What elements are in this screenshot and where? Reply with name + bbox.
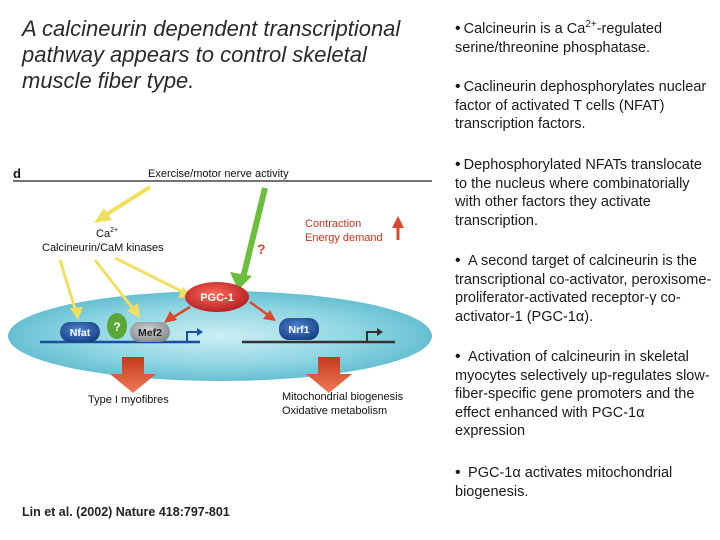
kinases-label: Calcineurin/CaM kinases: [42, 242, 164, 254]
nfat-label: Nfat: [70, 327, 91, 339]
mito-label: Mitochondrial biogenesis: [282, 391, 404, 403]
energy-demand-label: Energy demand: [305, 232, 383, 244]
kinases-to-nfat-arrow: [58, 259, 78, 313]
panel-label: d: [13, 166, 21, 181]
nfat-node: [60, 322, 100, 342]
kinases-to-mef2-arrow: [93, 259, 136, 311]
exercise-to-calcium-arrow: [102, 185, 152, 218]
type1-output-arrow: [110, 357, 156, 393]
oxid-label: Oxidative metabolism: [282, 405, 387, 417]
slide-title: A calcineurin dependent transcriptional …: [22, 16, 401, 93]
mef2-node: [130, 322, 170, 342]
pathway-diagram: d Exercise/motor nerve activity Ca2+ Cal…: [8, 166, 432, 417]
mito-output-arrow: [306, 357, 352, 393]
pgc1-node: [185, 282, 249, 312]
bullet-dot-icon: •: [455, 78, 461, 95]
arrowhead-icon: [70, 307, 83, 320]
bullet-dot-icon: •: [455, 156, 461, 173]
pgc1-to-mef2-arrow: [171, 305, 191, 320]
pgc1-to-nrf1-arrow: [249, 300, 269, 317]
arrowhead-icon: [230, 272, 252, 290]
up-arrow-icon: [392, 216, 404, 228]
bullet-dot-icon: •: [455, 348, 466, 365]
bullet-dot-icon: •: [455, 464, 466, 481]
promoter-arrow-icon: [186, 331, 197, 342]
arrowhead-icon: [164, 311, 177, 323]
exercise-label: Exercise/motor nerve activity: [148, 168, 289, 180]
bullet-item: • PGC-1α activates mitochondrial biogene…: [455, 464, 673, 500]
mef2-label: Mef2: [138, 327, 162, 339]
nrf1-node: [279, 318, 319, 340]
pgc1-label: PGC-1: [200, 292, 234, 304]
type1-label: Type I myofibres: [88, 394, 169, 406]
contraction-label: Contraction: [305, 218, 361, 230]
bullet-item: •Dephosphorylated NFATs translocate to t…: [455, 156, 702, 229]
bullet-dot-icon: •: [455, 252, 466, 269]
kinases-to-pgc1-arrow: [114, 256, 186, 295]
arrowhead-icon: [127, 303, 140, 318]
bullet-dot-icon: •: [455, 20, 461, 37]
promoter-arrow-icon: [366, 331, 377, 342]
arrowhead-icon: [263, 310, 276, 321]
arrowhead-icon: [377, 328, 383, 336]
exercise-to-pgc1-arrow: [240, 187, 268, 279]
unknown-factor-mark: ?: [113, 320, 120, 334]
bullet-item: •Calcineurin is a Ca2+-regulated serine/…: [455, 19, 663, 56]
citation: Lin et al. (2002) Nature 418:797-801: [22, 505, 230, 519]
bullet-item: • Activation of calcineurin in skeletal …: [455, 348, 710, 439]
unknown-link-mark: ?: [257, 241, 266, 257]
bullet-item: • A second target of calcineurin is the …: [455, 252, 712, 325]
nrf1-label: Nrf1: [288, 324, 309, 336]
calcium-label: Ca2+: [96, 227, 118, 240]
arrowhead-icon: [197, 328, 203, 336]
arrowhead-icon: [94, 208, 112, 223]
bullet-item: •Caclineurin dephosphorylates nuclear fa…: [455, 78, 707, 132]
unknown-factor-node: [107, 313, 127, 339]
